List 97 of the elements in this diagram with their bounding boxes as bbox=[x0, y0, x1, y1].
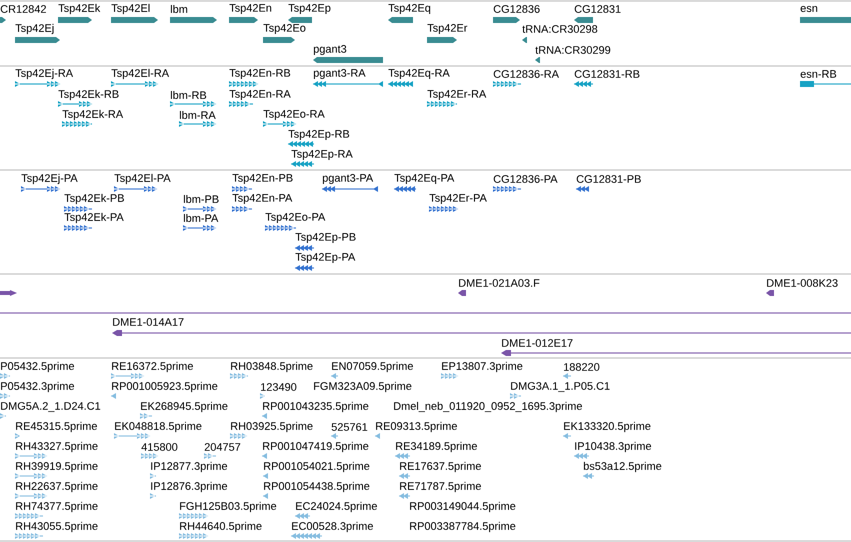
feature-label: RH22637.5prime bbox=[16, 482, 98, 492]
feature-label: 415800 bbox=[141, 443, 178, 451]
feature-label: Tsp42Ep bbox=[288, 4, 330, 14]
feature-label: Tsp42El-PA bbox=[114, 174, 171, 184]
feature-label: Tsp42Ek-PA bbox=[64, 212, 124, 224]
feature-label: RE17637.5prime bbox=[400, 462, 481, 472]
feature-label: FGH125B03.5prime bbox=[180, 502, 276, 512]
feature-label: Tsp42Ej-RA bbox=[15, 68, 74, 80]
feature-label: Tsp42En-RB bbox=[229, 69, 290, 79]
feature-label: IP12876.3prime bbox=[151, 482, 228, 492]
feature-label: lbm-RA bbox=[180, 110, 216, 120]
feature-label: RP001054021.5prime bbox=[264, 462, 370, 472]
feature-label: DME1-021A03.F bbox=[459, 279, 540, 287]
feature-label: RP001047419.5prime bbox=[263, 442, 368, 452]
feature-label: Tsp42Er-RA bbox=[427, 90, 486, 100]
feature-label: 123490 bbox=[261, 383, 296, 391]
feature-label: DME1-012E17 bbox=[502, 339, 573, 347]
feature-label: CG12831-RB bbox=[574, 70, 640, 78]
feature-label: IP12877.3prime bbox=[151, 462, 228, 472]
feature-label: P05432.3prime bbox=[1, 382, 74, 392]
feature-label: RH74377.5prime bbox=[16, 502, 98, 512]
feature-label: RH03848.5prime bbox=[231, 362, 313, 372]
feature-label: EC24024.5prime bbox=[296, 502, 377, 512]
feature-label: RH39919.5prime bbox=[16, 462, 98, 472]
feature-label: pgant3-RA bbox=[314, 69, 366, 79]
feature-label: Tsp42Eq-RA bbox=[388, 69, 450, 79]
feature-label: Tsp42En-RA bbox=[229, 90, 291, 100]
feature-label: pgant3 bbox=[314, 45, 346, 55]
feature-label: RE34189.5prime bbox=[396, 442, 477, 452]
feature-label: lbm-PA bbox=[184, 214, 218, 222]
feature-label: 204757 bbox=[204, 443, 240, 451]
feature-label: EK268945.5prime bbox=[141, 402, 228, 412]
feature-label: Tsp42Er-PA bbox=[429, 194, 487, 204]
feature-label: esn-RB bbox=[800, 70, 836, 78]
feature-label: RE45315.5prime bbox=[16, 422, 97, 432]
feature-label: Tsp42En-PA bbox=[232, 194, 292, 204]
feature-label: RH43327.5prime bbox=[16, 442, 98, 452]
feature-label: CG12831 bbox=[574, 5, 621, 13]
feature-label: RH44640.5prime bbox=[180, 522, 262, 532]
feature-label: RH43055.5prime bbox=[16, 522, 98, 532]
feature-label: tRNA:CR30299 bbox=[535, 46, 610, 54]
feature-label: DMG3A.1_1.P05.C1 bbox=[511, 382, 610, 392]
feature-label: RE09313.5prime bbox=[376, 422, 457, 432]
feature-label: Tsp42Ep-RB bbox=[288, 130, 350, 140]
feature-label: Tsp42Ep-PA bbox=[295, 253, 356, 263]
feature-label: RP003149044.5prime bbox=[410, 502, 516, 512]
feature-label: Tsp42Ep-PB bbox=[295, 233, 356, 243]
feature-label: IP10438.3prime bbox=[575, 442, 652, 452]
feature-label: Tsp42Eo-PA bbox=[265, 213, 326, 223]
feature-label: DMG5A.2_1.D24.C1 bbox=[1, 402, 100, 412]
feature-label: Tsp42Ek bbox=[58, 4, 100, 14]
feature-label: RP001005923.5prime bbox=[112, 382, 218, 392]
feature-label: Tsp42Ek-PB bbox=[64, 194, 124, 204]
feature-label: Tsp42Ej bbox=[15, 24, 54, 34]
feature-label: P05432.5prime bbox=[1, 362, 74, 372]
feature-label: EK048818.5prime bbox=[115, 422, 202, 432]
feature-label: Tsp42Ep-RA bbox=[291, 150, 353, 160]
feature-label: Tsp42En-PB bbox=[232, 174, 293, 184]
feature-label: RP003387784.5prime bbox=[410, 522, 516, 532]
feature-label: Tsp42En bbox=[229, 4, 272, 14]
feature-label: DME1-014A17 bbox=[113, 318, 184, 326]
feature-label: lbm bbox=[170, 4, 188, 14]
feature-label: Tsp42Eo bbox=[263, 24, 306, 34]
feature-label: CG12836-RA bbox=[494, 70, 559, 78]
feature-label: Tsp42El bbox=[111, 4, 150, 14]
feature-label: Tsp42Ej-PA bbox=[21, 174, 78, 184]
feature-label: esn bbox=[800, 6, 818, 12]
feature-label: EN07059.5prime bbox=[332, 362, 413, 372]
feature-label: 188220 bbox=[564, 363, 600, 371]
feature-label: EC00528.3prime bbox=[292, 522, 373, 532]
feature-label: RP001043235.5prime bbox=[263, 402, 368, 412]
feature-label: pgant3-PA bbox=[322, 174, 374, 184]
feature-label: Dmel_neb_011920_0952_1695.3prime bbox=[394, 402, 582, 412]
feature-label: Tsp42Eq bbox=[388, 4, 430, 14]
feature-label: bs53a12.5prime bbox=[584, 462, 662, 472]
feature-label: tRNA:CR30298 bbox=[522, 25, 598, 33]
feature-label: 525761 bbox=[332, 423, 368, 431]
feature-label: FGM323A09.5prime bbox=[314, 382, 412, 392]
feature-label: EP13807.3prime bbox=[442, 362, 522, 372]
feature-label: lbm-RB bbox=[170, 90, 206, 100]
feature-label: EK133320.5prime bbox=[564, 422, 650, 432]
feature-label: Tsp42El-RA bbox=[111, 68, 170, 80]
feature-label: Tsp42Eo-RA bbox=[263, 110, 325, 120]
feature-label: Tsp42Ek-RB bbox=[58, 90, 119, 100]
feature-label: CG12831-PB bbox=[576, 175, 641, 183]
feature-label: Tsp42Ek-RA bbox=[62, 110, 124, 120]
feature-label: CG12836 bbox=[494, 5, 540, 13]
feature-label: RE16372.5prime bbox=[112, 362, 193, 372]
feature-label: CR12842 bbox=[0, 5, 46, 13]
feature-label: Tsp42Er bbox=[427, 24, 468, 34]
feature-label: CG12836-PA bbox=[494, 175, 558, 183]
feature-label: RE71787.5prime bbox=[400, 482, 481, 492]
feature-label: lbm-PB bbox=[184, 194, 219, 204]
feature-label: RP001054438.5prime bbox=[264, 482, 370, 492]
feature-label: Tsp42Eq-PA bbox=[394, 174, 454, 184]
feature-label: RH03925.5prime bbox=[231, 422, 313, 432]
feature-label: DME1-008K23 bbox=[767, 279, 838, 287]
